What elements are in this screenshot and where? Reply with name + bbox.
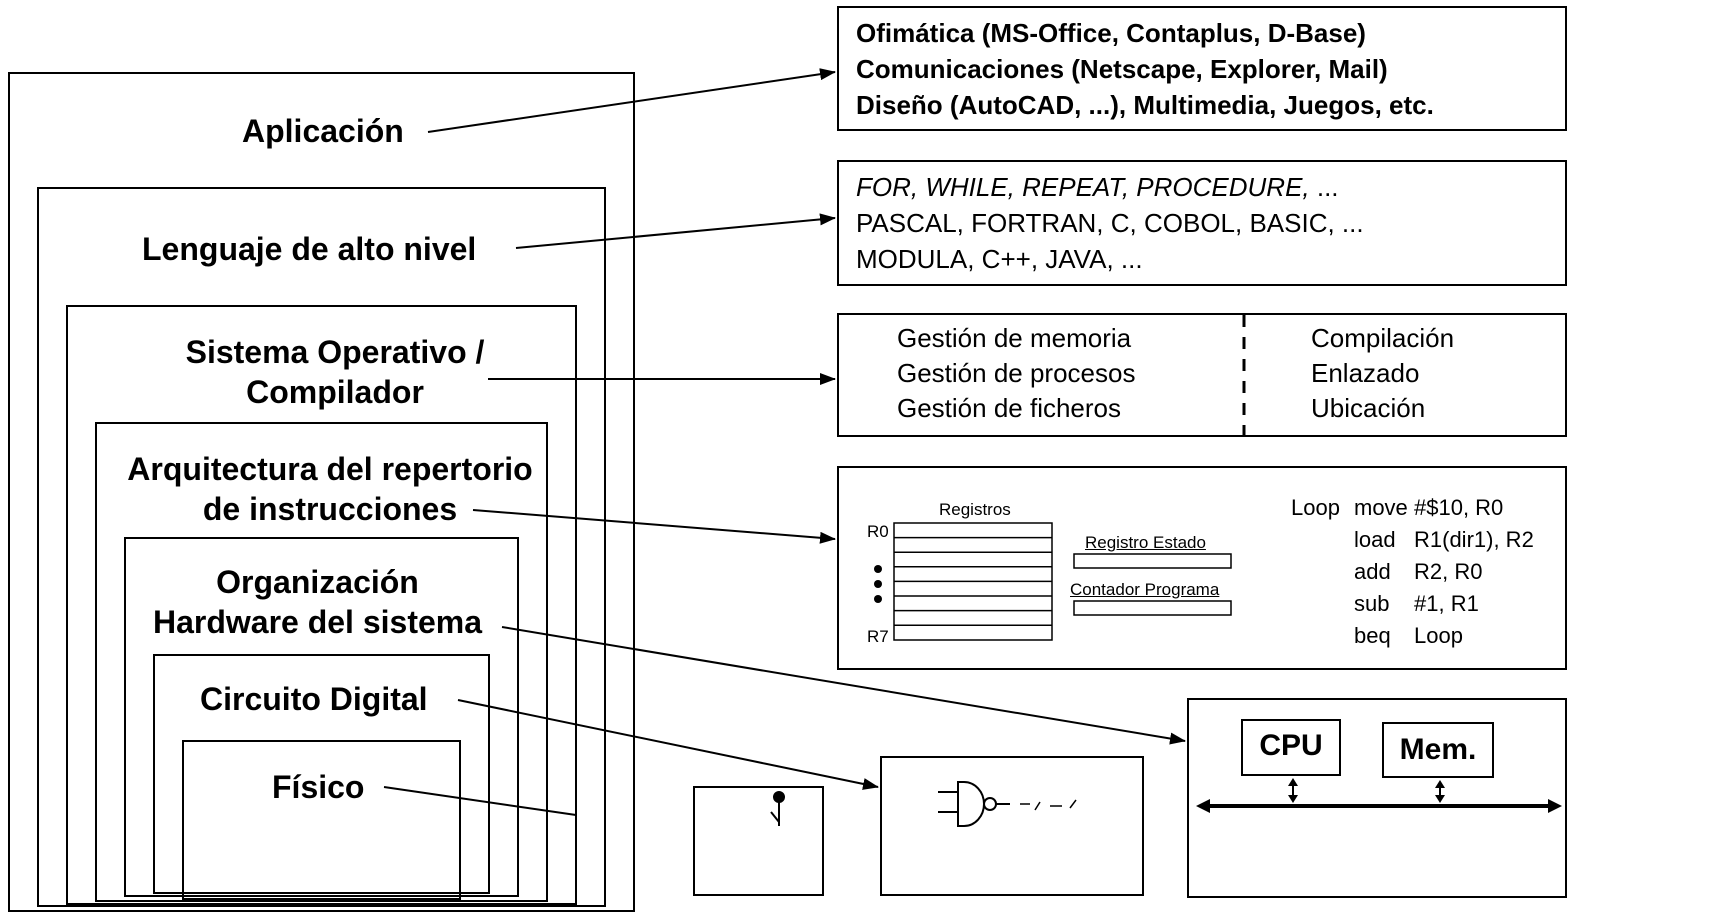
arrow-aplicacion bbox=[427, 68, 836, 133]
code-op: move bbox=[1354, 495, 1408, 520]
app-description-line: Comunicaciones (Netscape, Explorer, Mail… bbox=[856, 54, 1388, 84]
code-op: beq bbox=[1354, 623, 1391, 648]
app-description-box bbox=[837, 6, 1567, 131]
os-function-item: Gestión de ficheros bbox=[897, 393, 1122, 423]
arrow-organizacion bbox=[501, 626, 1186, 745]
program-counter-bar bbox=[1073, 600, 1232, 616]
code-args: R1(dir1), R2 bbox=[1414, 527, 1534, 552]
language-description-text: FOR, WHILE, REPEAT, PROCEDURE, ... PASCA… bbox=[856, 169, 1364, 277]
layer-label-sistema-operativo: Sistema Operativo / Compilador bbox=[140, 332, 530, 412]
register-r7-label: R7 bbox=[867, 627, 889, 646]
arrow-fisico bbox=[383, 786, 577, 816]
register-ellipsis-dot bbox=[874, 565, 882, 573]
cpu-label: CPU bbox=[1259, 729, 1323, 762]
code-line: add R2, R0 bbox=[1270, 556, 1534, 588]
arrow-lenguaje bbox=[515, 213, 836, 249]
register-ellipsis-dot bbox=[874, 580, 882, 588]
code-label: Loop bbox=[1291, 495, 1340, 520]
layer-label-organizacion-line1: Organización bbox=[216, 564, 419, 600]
arrow-arquitectura bbox=[472, 509, 836, 544]
compiler-functions-text: Compilación Enlazado Ubicación bbox=[1311, 321, 1454, 426]
code-line: beq Loop bbox=[1270, 620, 1534, 652]
assembly-code: Loop move#$10, R0 load R1(dir1), R2 add R2,… bbox=[1270, 492, 1534, 652]
layer-label-circuito: Circuito Digital bbox=[200, 681, 428, 717]
app-description-text: Ofimática (MS-Office, Contaplus, D-Base)… bbox=[856, 15, 1434, 123]
language-description-line2: PASCAL, FORTRAN, C, COBOL, BASIC, ... bbox=[856, 208, 1364, 238]
os-function-item: Gestión de memoria bbox=[897, 323, 1132, 353]
compiler-function-item: Ubicación bbox=[1311, 393, 1426, 423]
os-function-item: Gestión de procesos bbox=[897, 358, 1136, 388]
system-bus bbox=[1196, 799, 1562, 813]
cpu-block bbox=[1241, 719, 1341, 776]
memory-label: Mem. bbox=[1399, 733, 1477, 766]
compiler-function-item: Compilación bbox=[1311, 323, 1455, 353]
layer-label-organizacion: Organización Hardware del sistema bbox=[130, 562, 505, 642]
code-op: load bbox=[1354, 527, 1396, 552]
language-keywords: FOR, WHILE, REPEAT, PROCEDURE, bbox=[856, 172, 1310, 202]
layer-label-fisico: Físico bbox=[272, 769, 365, 805]
layer-label-arquitectura-line1: Arquitectura del repertorio bbox=[127, 451, 533, 487]
layer-label-arquitectura: Arquitectura del repertorio de instrucci… bbox=[110, 449, 550, 529]
code-args: #1, R1 bbox=[1414, 591, 1479, 616]
language-description-line1: FOR, WHILE, REPEAT, PROCEDURE, ... bbox=[856, 169, 1364, 205]
language-description-line3: MODULA, C++, JAVA, ... bbox=[856, 244, 1143, 274]
layer-label-sistema-operativo-line1: Sistema Operativo / bbox=[185, 334, 485, 370]
register-ellipsis-dot bbox=[874, 595, 882, 603]
code-line: sub #1, R1 bbox=[1270, 588, 1534, 620]
app-description-line: Ofimática (MS-Office, Contaplus, D-Base) bbox=[856, 18, 1366, 48]
memory-bus-connector bbox=[1435, 780, 1445, 803]
os-functions-text: Gestión de memoria Gestión de procesos G… bbox=[897, 321, 1135, 426]
layer-label-aplicacion: Aplicación bbox=[242, 113, 404, 149]
code-args: Loop bbox=[1414, 623, 1463, 648]
code-op: sub bbox=[1354, 591, 1390, 616]
registers-title: Registros bbox=[939, 500, 1011, 519]
program-counter-label: Contador Programa bbox=[1070, 580, 1220, 599]
logic-gate-icon bbox=[938, 781, 1077, 827]
language-description-box bbox=[837, 160, 1567, 286]
connector-graphics bbox=[383, 68, 1562, 827]
layer-label-organizacion-line2: Hardware del sistema bbox=[152, 604, 483, 640]
code-args: R2, R0 bbox=[1414, 559, 1483, 584]
layer-label-lenguaje: Lenguaje de alto nivel bbox=[142, 231, 477, 267]
compiler-function-item: Enlazado bbox=[1311, 358, 1420, 388]
memory-block bbox=[1382, 722, 1494, 778]
layer-label-sistema-operativo-line2: Compilador bbox=[246, 374, 424, 410]
register-file bbox=[893, 522, 1053, 641]
code-args: #$10, R0 bbox=[1414, 495, 1504, 520]
language-keywords-tail: ... bbox=[1309, 172, 1339, 202]
app-description-line: Diseño (AutoCAD, ...), Multimedia, Juego… bbox=[856, 90, 1434, 120]
arrow-circuito bbox=[457, 699, 879, 790]
code-line: Loop move#$10, R0 bbox=[1270, 492, 1534, 524]
cpu-bus-connector bbox=[1288, 778, 1298, 803]
register-r0-label: R0 bbox=[867, 522, 889, 541]
status-register-bar bbox=[1073, 553, 1232, 569]
code-op: add bbox=[1354, 559, 1391, 584]
layer-label-arquitectura-line2: de instrucciones bbox=[202, 491, 458, 527]
transistor-icon bbox=[770, 791, 785, 826]
isa-description-box bbox=[837, 466, 1567, 670]
os-description-box bbox=[837, 313, 1567, 437]
code-line: load R1(dir1), R2 bbox=[1270, 524, 1534, 556]
status-register-label: Registro Estado bbox=[1085, 533, 1206, 552]
